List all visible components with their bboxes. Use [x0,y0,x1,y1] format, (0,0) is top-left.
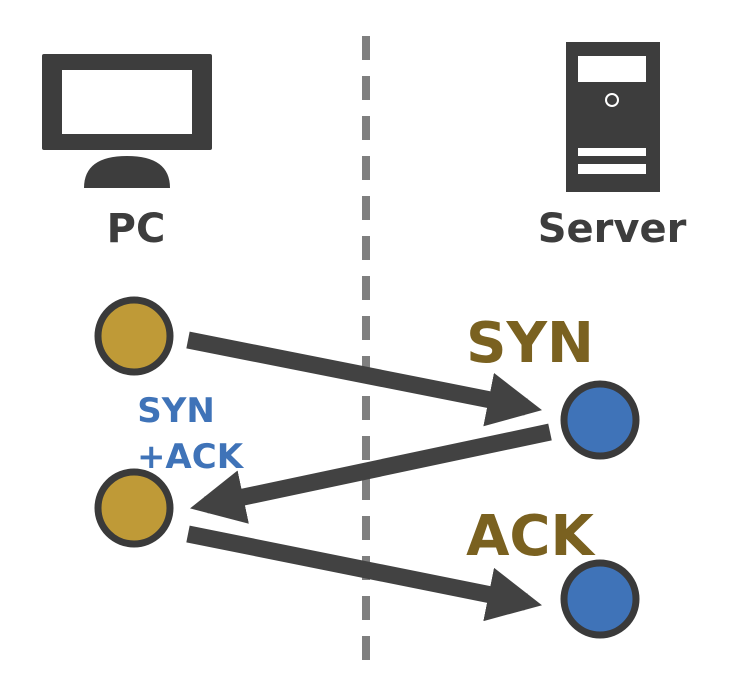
server-node-ack-received [560,559,640,639]
server-slot-1 [578,148,646,156]
syn-ack-arrow [190,423,552,524]
pc-label: PC [107,206,166,252]
server-power-button [605,93,619,107]
syn-ack-label-line1: SYN [137,391,215,431]
syn-arrow [186,331,543,427]
ack-arrow [186,525,542,622]
server-tower-icon [566,42,660,192]
monitor-screen [62,70,192,134]
syn-ack-label-line2: +ACK [137,437,245,477]
server-node-syn-received [560,380,640,460]
server-slot-2 [578,164,646,174]
monitor-stand [84,156,170,188]
pc-node-syn-sent [94,296,174,376]
syn-label: SYN [466,311,594,376]
server-drive-bay [578,56,646,82]
pc-node-syn-ack-received [94,468,174,548]
server-label: Server [538,206,687,252]
monitor-icon [42,54,212,188]
ack-label: ACK [466,504,596,569]
